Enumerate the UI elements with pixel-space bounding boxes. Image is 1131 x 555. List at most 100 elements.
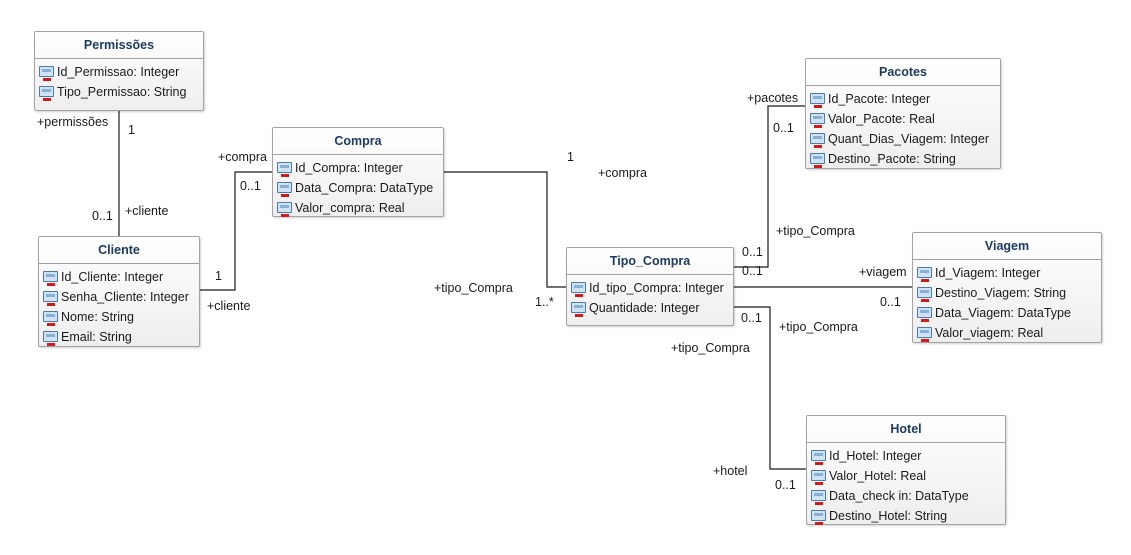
role-label: +pacotes — [747, 91, 799, 105]
attribute-label: Valor_Pacote: Real — [828, 112, 935, 126]
attribute-icon — [810, 113, 825, 128]
attribute-label: Data_Compra: DataType — [295, 181, 434, 195]
attribute-icon — [917, 267, 932, 282]
class-name: Tipo_Compra — [567, 248, 733, 275]
edge-compra-tipo-compra — [444, 171, 566, 288]
attribute-row: Id_Hotel: Integer — [807, 446, 1005, 466]
attribute-icon — [43, 331, 58, 346]
attribute-label: Id_Compra: Integer — [295, 161, 403, 175]
class-cliente[interactable]: Cliente Id_Cliente: Integer Senha_Client… — [38, 236, 200, 347]
attribute-label: Valor_Hotel: Real — [829, 469, 927, 483]
attribute-icon — [277, 182, 292, 197]
class-name: Cliente — [39, 237, 199, 264]
class-hotel[interactable]: Hotel Id_Hotel: Integer Valor_Hotel: Rea… — [806, 415, 1006, 525]
role-label: +tipo_Compra — [434, 281, 513, 295]
attribute-icon — [917, 307, 932, 322]
multiplicity-label: 0..1 — [240, 179, 261, 193]
multiplicity-label: 1 — [128, 123, 135, 137]
multiplicity-label: 0..1 — [773, 121, 794, 135]
attribute-row: Id_Compra: Integer — [273, 158, 443, 178]
attribute-label: Id_Hotel: Integer — [829, 449, 922, 463]
attribute-icon — [277, 162, 292, 177]
attribute-icon — [43, 271, 58, 286]
attribute-icon — [810, 153, 825, 168]
attribute-label: Destino_Viagem: String — [935, 286, 1067, 300]
attribute-label: Destino_Pacote: String — [828, 152, 956, 166]
attribute-row: Data_Compra: DataType — [273, 178, 443, 198]
attribute-label: Tipo_Permissao: String — [57, 85, 187, 99]
attribute-label: Data_Viagem: DataType — [935, 306, 1071, 320]
attribute-row: Email: String — [39, 327, 199, 347]
class-name: Compra — [273, 128, 443, 155]
attribute-icon — [39, 86, 54, 101]
attribute-row: Destino_Viagem: String — [913, 283, 1101, 303]
multiplicity-label: 0..1 — [742, 245, 763, 259]
multiplicity-label: 0..1 — [775, 478, 796, 492]
role-label: +cliente — [207, 299, 251, 313]
class-name: Hotel — [807, 416, 1005, 443]
attribute-icon — [810, 93, 825, 108]
attribute-icon — [810, 133, 825, 148]
edge-tipo-compra-hotel — [733, 306, 806, 470]
attribute-row: Id_Pacote: Integer — [806, 89, 1000, 109]
attribute-icon — [571, 282, 586, 297]
attribute-row: Valor_Pacote: Real — [806, 109, 1000, 129]
role-label: +viagem — [859, 265, 907, 279]
attribute-label: Email: String — [61, 330, 132, 344]
attribute-icon — [811, 470, 826, 485]
class-tipo-compra[interactable]: Tipo_Compra Id_tipo_Compra: Integer Quan… — [566, 247, 734, 326]
attribute-label: Quant_Dias_Viagem: Integer — [828, 132, 989, 146]
role-label: +compra — [598, 166, 647, 180]
class-pacotes[interactable]: Pacotes Id_Pacote: Integer Valor_Pacote:… — [805, 58, 1001, 169]
attribute-label: Id_Permissao: Integer — [57, 65, 180, 79]
attribute-label: Senha_Cliente: Integer — [61, 290, 189, 304]
attribute-icon — [43, 291, 58, 306]
attribute-row: Quantidade: Integer — [567, 298, 733, 318]
class-compra[interactable]: Compra Id_Compra: Integer Data_Compra: D… — [272, 127, 444, 217]
attribute-row: Id_Permissao: Integer — [35, 62, 203, 82]
attribute-row: Destino_Pacote: String — [806, 149, 1000, 169]
attribute-icon — [43, 311, 58, 326]
attribute-icon — [571, 302, 586, 317]
multiplicity-label: 1..* — [535, 295, 554, 309]
attribute-icon — [811, 510, 826, 525]
multiplicity-label: 1 — [215, 269, 222, 283]
attribute-row: Id_Viagem: Integer — [913, 263, 1101, 283]
attribute-icon — [39, 66, 54, 81]
role-label: +permissões — [37, 115, 109, 129]
attribute-row: Valor_compra: Real — [273, 198, 443, 218]
attribute-icon — [811, 450, 826, 465]
attribute-row: Valor_Hotel: Real — [807, 466, 1005, 486]
attribute-label: Id_Cliente: Integer — [61, 270, 164, 284]
attribute-row: Quant_Dias_Viagem: Integer — [806, 129, 1000, 149]
role-label: +tipo_Compra — [776, 224, 855, 238]
attribute-icon — [811, 490, 826, 505]
role-label: +tipo_Compra — [671, 341, 750, 355]
attribute-row: Destino_Hotel: String — [807, 506, 1005, 526]
edge-tipo-compra-pacotes — [733, 105, 805, 268]
attribute-label: Valor_viagem: Real — [935, 326, 1044, 340]
multiplicity-label: 0..1 — [742, 264, 763, 278]
attribute-row: Valor_viagem: Real — [913, 323, 1101, 343]
role-label: +cliente — [125, 204, 169, 218]
class-viagem[interactable]: Viagem Id_Viagem: Integer Destino_Viagem… — [912, 232, 1102, 343]
multiplicity-label: 0..1 — [92, 209, 113, 223]
attribute-row: Nome: String — [39, 307, 199, 327]
class-name: Viagem — [913, 233, 1101, 260]
attribute-label: Destino_Hotel: String — [829, 509, 948, 523]
attribute-row: Senha_Cliente: Integer — [39, 287, 199, 307]
attribute-row: Id_tipo_Compra: Integer — [567, 278, 733, 298]
attribute-row: Id_Cliente: Integer — [39, 267, 199, 287]
attribute-icon — [917, 287, 932, 302]
class-permissoes[interactable]: Permissões Id_Permissao: Integer Tipo_Pe… — [34, 31, 204, 111]
role-label: +tipo_Compra — [779, 320, 858, 334]
role-label: +compra — [218, 150, 267, 164]
attribute-label: Valor_compra: Real — [295, 201, 405, 215]
attribute-row: Data_check in: DataType — [807, 486, 1005, 506]
attribute-row: Data_Viagem: DataType — [913, 303, 1101, 323]
attribute-label: Id_Pacote: Integer — [828, 92, 931, 106]
class-name: Pacotes — [806, 59, 1000, 86]
role-label: +hotel — [713, 464, 748, 478]
class-name: Permissões — [35, 32, 203, 59]
